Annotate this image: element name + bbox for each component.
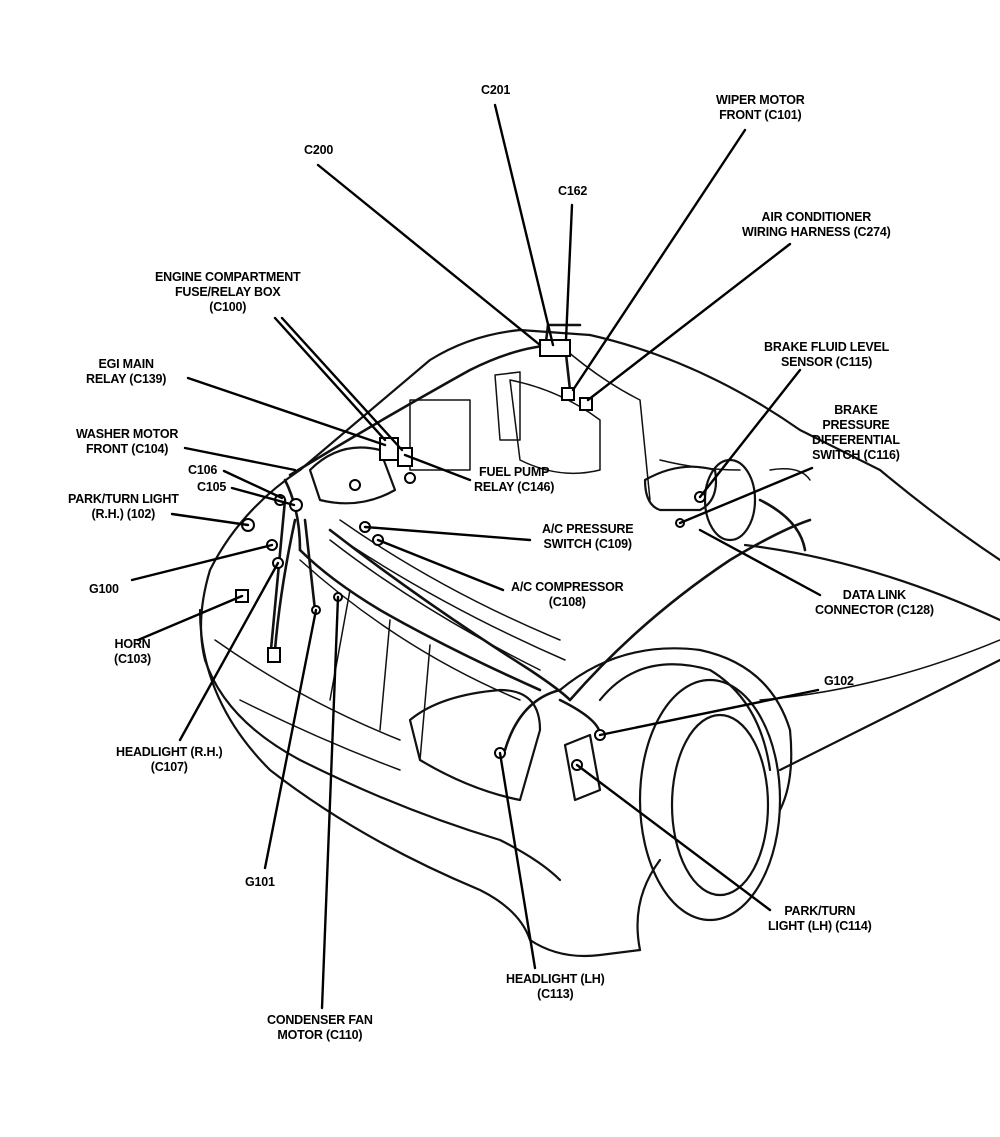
label-c200: C200: [304, 143, 334, 157]
label-headlight-rh: HEADLIGHT (R.H.) (C107): [116, 745, 223, 774]
label-c162: C162: [558, 184, 588, 198]
label-brake-fluid-level-sensor: BRAKE FLUID LEVEL SENSOR (C115): [764, 340, 890, 369]
label-fuse-relay-box: ENGINE COMPARTMENT FUSE/RELAY BOX (C100): [155, 270, 301, 314]
label-wiper-motor-front: WIPER MOTOR FRONT (C101): [716, 93, 805, 122]
wiring-harness: [268, 323, 812, 752]
label-fuel-pump-relay: FUEL PUMP RELAY (C146): [474, 465, 555, 494]
label-washer-motor-front: WASHER MOTOR FRONT (C104): [76, 427, 179, 456]
label-ac-wiring-harness: AIR CONDITIONER WIRING HARNESS (C274): [742, 210, 891, 239]
label-ac-pressure-switch: A/C PRESSURE SWITCH (C109): [542, 522, 634, 551]
label-horn: HORN (C103): [114, 637, 152, 666]
car-body: [198, 328, 1000, 958]
label-c201: C201: [481, 83, 511, 97]
label-brake-pressure-switch: BRAKE PRESSURE DIFFERENTIAL SWITCH (C116…: [812, 403, 900, 462]
label-g100: G100: [89, 582, 119, 596]
label-egi-main-relay: EGI MAIN RELAY (C139): [86, 357, 167, 386]
label-park-turn-light-lh: PARK/TURN LIGHT (LH) (C114): [768, 904, 872, 933]
label-condenser-fan-motor: CONDENSER FAN MOTOR (C110): [267, 1013, 373, 1042]
label-data-link-connector: DATA LINK CONNECTOR (C128): [815, 588, 934, 617]
label-c105: C105: [197, 480, 227, 494]
leader-lines: [130, 103, 822, 1010]
label-g102: G102: [824, 674, 854, 688]
label-c106: C106: [188, 463, 218, 477]
label-ac-compressor: A/C COMPRESSOR (C108): [511, 580, 624, 609]
label-headlight-lh: HEADLIGHT (LH) (C113): [506, 972, 605, 1001]
label-park-turn-light-rh: PARK/TURN LIGHT (R.H.) (102): [68, 492, 179, 521]
label-g101: G101: [245, 875, 275, 889]
